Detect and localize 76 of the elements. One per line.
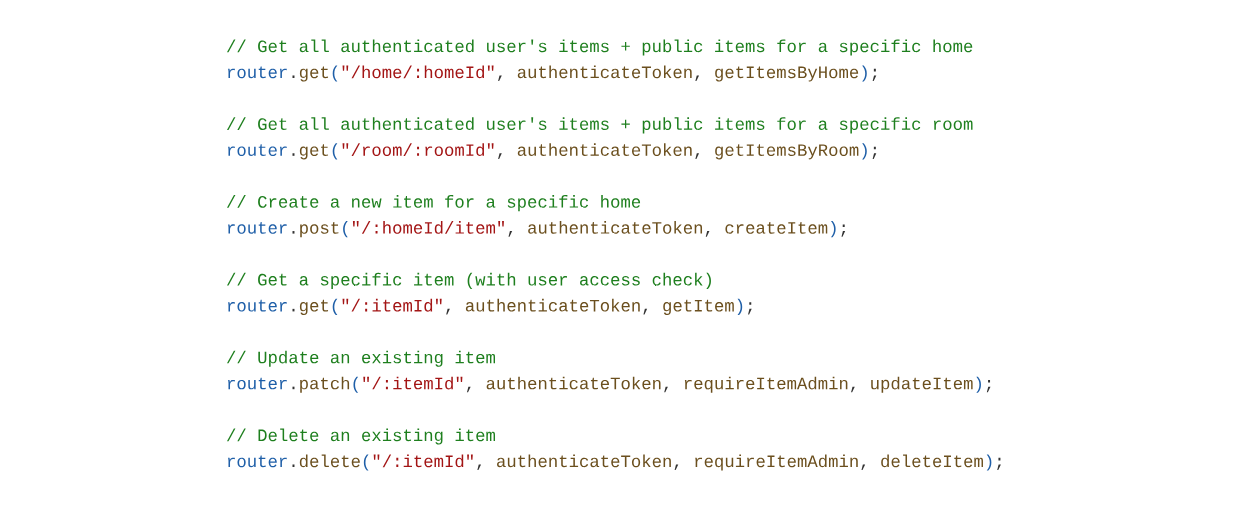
code-punctuation: , bbox=[643, 308, 648, 315]
code-punctuation: . bbox=[292, 308, 295, 312]
string-literal: "/:homeId/item" bbox=[352, 221, 504, 234]
code-punctuation: ; bbox=[841, 224, 846, 237]
code-punctuation: , bbox=[498, 75, 502, 82]
code-token: authenticateToken bbox=[517, 143, 692, 156]
code-token: authenticateToken bbox=[486, 376, 661, 390]
string-literal: "/room/:roomId" bbox=[342, 143, 494, 157]
code-token: getItem bbox=[663, 299, 734, 315]
code-punctuation: , bbox=[467, 386, 471, 393]
code-token: updateItem bbox=[871, 376, 973, 393]
code-token: createItem bbox=[725, 222, 828, 234]
code-token: get bbox=[299, 66, 329, 82]
code-punctuation: , bbox=[695, 153, 700, 159]
code-token: ( bbox=[332, 298, 338, 315]
code-token: ) bbox=[831, 221, 836, 238]
code-token: authenticateToken bbox=[528, 221, 703, 234]
code-token: authenticateToken bbox=[517, 65, 692, 79]
code-punctuation: ; bbox=[872, 68, 877, 82]
code-punctuation: . bbox=[292, 231, 295, 234]
code-comment: // Get all authenticated user's items + public items for a specific home bbox=[227, 39, 973, 56]
code-token: getItemsByHome bbox=[715, 66, 859, 82]
code-punctuation: , bbox=[851, 386, 855, 393]
code-token: ) bbox=[862, 65, 867, 82]
code-token: ( bbox=[343, 221, 348, 238]
code-token: router bbox=[228, 455, 287, 468]
code-token: ) bbox=[737, 298, 743, 315]
code-token: router bbox=[228, 377, 287, 390]
code-token: ) bbox=[976, 376, 981, 393]
code-token: ) bbox=[986, 454, 992, 471]
code-comment: // Delete an existing item bbox=[227, 428, 495, 445]
code-token: requireItemAdmin bbox=[695, 454, 858, 471]
code-token: patch bbox=[300, 376, 350, 393]
code-token: router bbox=[228, 144, 287, 156]
code-token: authenticateToken bbox=[465, 298, 640, 312]
code-punctuation: , bbox=[664, 386, 668, 393]
code-punctuation: , bbox=[477, 464, 482, 471]
string-literal: "/home/:homeId" bbox=[342, 65, 494, 79]
code-punctuation: , bbox=[446, 308, 450, 315]
code-token: router bbox=[228, 299, 287, 312]
code-token: ( bbox=[363, 454, 369, 471]
code-token: ( bbox=[332, 143, 338, 160]
code-punctuation: . bbox=[292, 75, 295, 78]
code-punctuation: , bbox=[861, 464, 866, 471]
string-literal: "/:itemId" bbox=[342, 298, 442, 312]
code-punctuation: ; bbox=[997, 457, 1001, 471]
code-token: ) bbox=[862, 143, 867, 160]
code-punctuation: . bbox=[292, 153, 295, 156]
code-punctuation: ; bbox=[872, 146, 877, 159]
code-token: ( bbox=[332, 65, 338, 82]
code-token: get bbox=[299, 144, 329, 160]
code-punctuation: , bbox=[508, 231, 513, 237]
code-token: ( bbox=[353, 376, 359, 393]
code-punctuation: ; bbox=[986, 380, 991, 393]
string-literal: "/:itemId" bbox=[363, 376, 463, 390]
code-punctuation: , bbox=[498, 153, 502, 159]
string-literal: "/:itemId" bbox=[373, 454, 473, 468]
code-token: authenticateToken bbox=[497, 454, 671, 468]
code-token: deleteItem bbox=[881, 454, 983, 468]
code-punctuation: , bbox=[705, 231, 710, 237]
code-punctuation: . bbox=[292, 386, 295, 390]
code-comment: // Get all authenticated user's items + public items for a specific room bbox=[227, 117, 973, 134]
code-token: post bbox=[300, 222, 339, 238]
code-token: router bbox=[228, 222, 287, 234]
code-token: router bbox=[228, 66, 287, 79]
code-punctuation: , bbox=[674, 464, 679, 471]
code-punctuation: ; bbox=[748, 302, 752, 315]
code-punctuation: . bbox=[292, 464, 295, 467]
code-comment: // Create a new item for a specific home bbox=[227, 195, 641, 212]
code-token: requireItemAdmin bbox=[684, 376, 848, 393]
code-token: delete bbox=[299, 454, 360, 468]
code-token: getItemsByRoom bbox=[715, 144, 859, 160]
code-comment: // Update an existing item bbox=[227, 350, 495, 367]
code-token: get bbox=[299, 299, 329, 315]
code-punctuation: , bbox=[695, 75, 700, 82]
code-comment: // Get a specific item (with user access check) bbox=[227, 272, 711, 289]
